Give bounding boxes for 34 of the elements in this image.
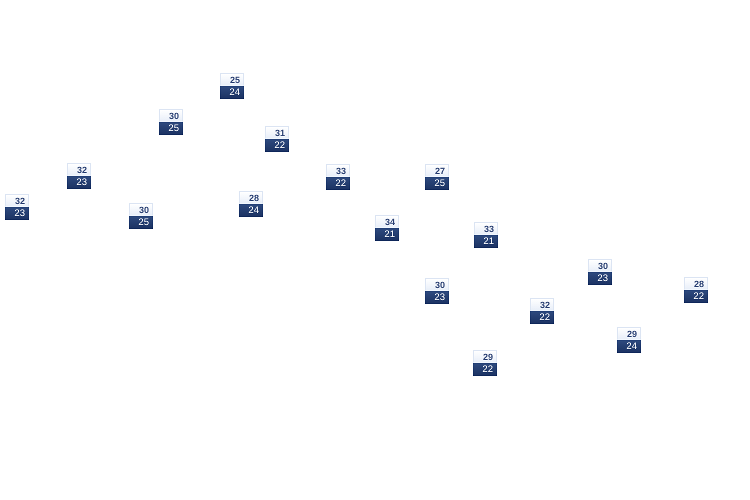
low-value-label: 22 [684, 290, 708, 303]
low-value-label: 21 [375, 228, 399, 241]
high-value-label: 32 [5, 194, 29, 207]
high-value-label: 28 [684, 277, 708, 290]
low-value-label: 25 [425, 177, 449, 190]
high-value-label: 30 [588, 259, 612, 272]
low-value-label: 23 [588, 272, 612, 285]
low-value-label: 21 [474, 235, 498, 248]
low-value-label: 22 [473, 363, 497, 376]
low-value-label: 24 [239, 204, 263, 217]
low-value-label: 23 [67, 176, 91, 189]
low-value-label: 23 [425, 291, 449, 304]
high-value-label: 25 [220, 73, 244, 86]
high-value-label: 29 [473, 350, 497, 363]
high-value-label: 28 [239, 191, 263, 204]
low-value-label: 23 [5, 207, 29, 220]
low-value-label: 24 [617, 340, 641, 353]
high-value-label: 31 [265, 126, 289, 139]
low-value-label: 22 [530, 311, 554, 324]
high-value-label: 33 [474, 222, 498, 235]
low-value-label: 22 [326, 177, 350, 190]
low-value-label: 24 [220, 86, 244, 99]
high-value-label: 33 [326, 164, 350, 177]
high-value-label: 30 [159, 109, 183, 122]
high-value-label: 29 [617, 327, 641, 340]
low-value-label: 25 [159, 122, 183, 135]
high-value-label: 30 [129, 203, 153, 216]
high-value-label: 32 [530, 298, 554, 311]
low-value-label: 25 [129, 216, 153, 229]
high-value-label: 32 [67, 163, 91, 176]
high-value-label: 27 [425, 164, 449, 177]
low-value-label: 22 [265, 139, 289, 152]
high-value-label: 34 [375, 215, 399, 228]
high-value-label: 30 [425, 278, 449, 291]
